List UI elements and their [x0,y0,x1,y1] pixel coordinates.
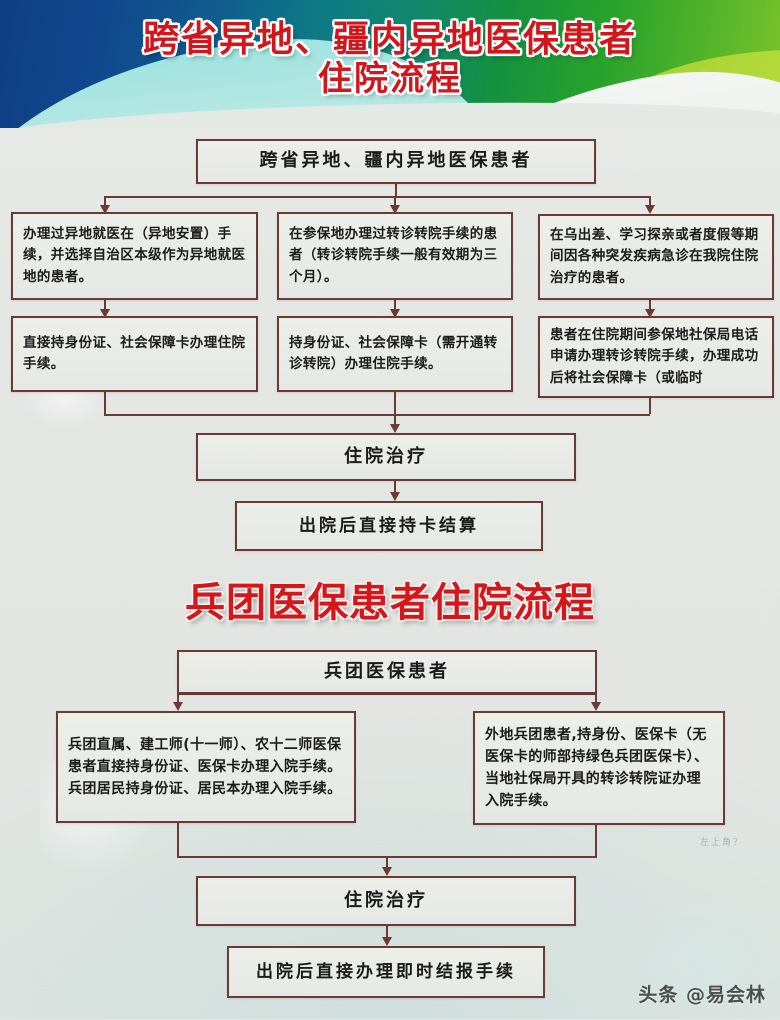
flow1-arrow-3 [645,309,655,318]
flow1-root-stem [395,184,397,196]
flow2-settlement-box: 出院后直接办理即时结报手续 [227,946,545,998]
flow2-treatment-box: 住院治疗 [196,876,576,926]
flow1-merge-stem [394,414,396,427]
flow1-split-bus [104,196,650,198]
flow1-arrow-center-down [390,205,400,214]
flow1-row3-text-2: 持身份证、社会保障卡（需开通转诊转院）办理住院手续。 [289,334,498,372]
top-banner [0,0,780,128]
flow1-arrow-to-settlement [390,492,400,501]
flow1-root-label: 跨省异地、疆内异地医保患者 [259,150,533,172]
flow1-conn-2 [394,300,396,312]
flow1-row2-box-1: 办理过异地就医在（异地安置）手续，并选择自治区本级作为异地就医地的患者。 [11,212,258,300]
page-title-line-1: 跨省异地、疆内异地医保患者 [142,19,637,60]
faint-handwriting-mark: 左上角？ [700,837,745,847]
flow2-root-label: 兵团医保患者 [324,660,450,682]
flow1-settlement-box: 出院后直接持卡结算 [235,501,543,551]
flow2-treatment-label: 住院治疗 [344,889,428,911]
flow1-row2-box-3: 在乌出差、学习探亲或者度假等期间因各种突发疾病急诊在我院住院治疗的患者。 [538,214,774,300]
page-title: 跨省异地、疆内异地医保患者 住院流程 [0,19,780,100]
flow2-root-box: 兵团医保患者 [177,650,597,694]
flow1-row2-text-1: 办理过异地就医在（异地安置）手续，并选择自治区本级作为异地就医地的患者。 [23,226,246,285]
flow1-treatment-stem [394,481,396,495]
flow2-drop-left [177,693,179,705]
flow1-arrow-1 [100,309,110,318]
flow1-drop-right [649,196,651,208]
flow1-settlement-label: 出院后直接持卡结算 [299,515,479,536]
flow1-merge-bus [104,414,650,416]
flow1-arrow-2 [390,309,400,318]
flow1-row2-text-2: 在参保地办理过转诊转院手续的患者（转诊转院手续一般有效期为三个月）。 [289,226,498,285]
flow2-drop-right [595,693,597,705]
flow1-row2-box-2: 在参保地办理过转诊转院手续的患者（转诊转院手续一般有效期为三个月）。 [277,212,513,300]
flow1-merge-up-2 [394,392,396,414]
flow1-treatment-label: 住院治疗 [344,445,428,467]
flow2-split-bus [177,693,597,695]
flow2-arrow-left-down [173,702,183,711]
flow1-root-box: 跨省异地、疆内异地医保患者 [196,139,596,184]
flow2-treatment-stem [386,926,388,940]
section-title-2: 兵团医保患者住院流程 [185,580,595,626]
flow2-branch-box-2: 外地兵团患者,持身份、医保卡（无医保卡的师部持绿色兵团医保卡）、当地社保局开具的… [473,711,725,825]
flow2-branch-text-2: 外地兵团患者,持身份、医保卡（无医保卡的师部持绿色兵团医保卡）、当地社保局开具的… [485,726,709,810]
flow1-arrow-left-down [100,205,110,214]
flow1-conn-3 [649,300,651,312]
flow2-arrow-to-treatment [382,867,392,876]
flow2-merge-up-1 [177,823,179,856]
flow1-arrow-right-down [645,205,655,214]
flow2-arrow-to-settlement [382,937,392,946]
flow2-settlement-label: 出院后直接办理即时结报手续 [256,961,516,982]
flow1-row3-text-1: 直接持身份证、社会保障卡办理住院手续。 [23,334,246,372]
flow2-merge-stem [386,856,388,870]
flow1-drop-center [394,196,396,208]
flow1-drop-left [104,196,106,208]
page-title-line-2: 住院流程 [318,59,462,100]
flow2-branch-text-1: 兵团直属、建工师(十一师）、农十二师医保患者直接持身份证、医保卡办理入院手续。兵… [68,736,342,798]
flow2-arrow-right-down [591,702,601,711]
flow2-branch-box-1: 兵团直属、建工师(十一师）、农十二师医保患者直接持身份证、医保卡办理入院手续。兵… [56,711,356,823]
flow1-arrow-to-treatment [390,424,400,433]
flow2-merge-up-2 [595,825,597,856]
flow1-treatment-box: 住院治疗 [196,433,576,481]
flow1-row2-text-3: 在乌出差、学习探亲或者度假等期间因各种突发疾病急诊在我院住院治疗的患者。 [550,227,759,286]
flow1-merge-up-1 [104,392,106,414]
flow1-merge-up-3 [649,398,651,414]
flow1-conn-1 [104,300,106,312]
watermark: 头条 @易会林 [638,984,766,1006]
flow1-row3-box-2: 持身份证、社会保障卡（需开通转诊转院）办理住院手续。 [277,316,513,392]
flow1-row3-text-3: 患者在住院期间参保地社保局电话申请办理转诊转院手续，办理成功后将社会保障卡（或临… [550,327,759,386]
flow1-row3-box-3: 患者在住院期间参保地社保局电话申请办理转诊转院手续，办理成功后将社会保障卡（或临… [538,316,774,398]
flow1-row3-box-1: 直接持身份证、社会保障卡办理住院手续。 [11,316,258,392]
